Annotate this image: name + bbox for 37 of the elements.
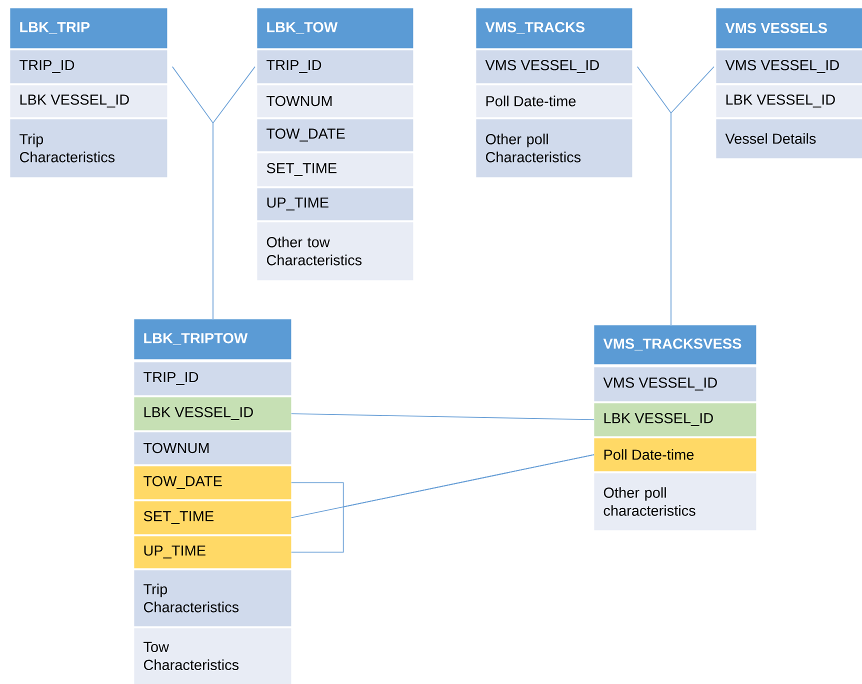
connector-line (212, 66, 256, 320)
connector-line (290, 413, 594, 420)
table-row: Trip Characteristics (134, 570, 292, 626)
table-row: LBK VESSEL_ID (134, 397, 292, 430)
table-row: UP_TIME (134, 536, 292, 568)
table-header: VMS_TRACKSVESS (594, 325, 756, 364)
table-row: LBK VESSEL_ID (716, 85, 862, 118)
table-row: VMS VESSEL_ID (716, 50, 862, 84)
connector-line (670, 66, 714, 326)
table-row: Vessel Details (716, 119, 862, 158)
table-row: Tow Characteristics (134, 628, 292, 684)
table-row: Other poll Characteristics (476, 119, 632, 178)
table-row: Other poll characteristics (594, 473, 756, 530)
table-row: UP_TIME (257, 188, 414, 220)
table-row: LBK VESSEL_ID (594, 403, 756, 436)
table-row: TRIP_ID (257, 50, 414, 84)
table-row: TOW_DATE (257, 119, 414, 152)
table-row: SET_TIME (257, 153, 414, 186)
table-row: Poll Date-time (476, 85, 632, 118)
table-row: VMS VESSEL_ID (476, 50, 632, 84)
table-header: LBK_TRIP (10, 8, 168, 48)
table-row: Trip Characteristics (10, 119, 168, 178)
table-row: TOW_DATE (134, 466, 292, 500)
table-row: TRIP_ID (10, 50, 168, 84)
table-header: VMS_TRACKS (476, 8, 632, 48)
table-row: LBK VESSEL_ID (10, 85, 168, 118)
table-row: Poll Date-time (594, 438, 756, 472)
table-row: TRIP_ID (134, 362, 292, 396)
table-header: LBK_TRIPTOW (134, 319, 292, 360)
table-row: SET_TIME (134, 501, 292, 534)
table-header: LBK_TOW (257, 8, 414, 48)
table-row: TOWNUM (257, 85, 414, 118)
connector-line (290, 454, 594, 553)
table-row: VMS VESSEL_ID (594, 367, 756, 402)
table-header: VMS VESSELS (716, 8, 862, 48)
table-row: TOWNUM (134, 432, 292, 464)
table-row: Other tow Characteristics (257, 222, 414, 280)
